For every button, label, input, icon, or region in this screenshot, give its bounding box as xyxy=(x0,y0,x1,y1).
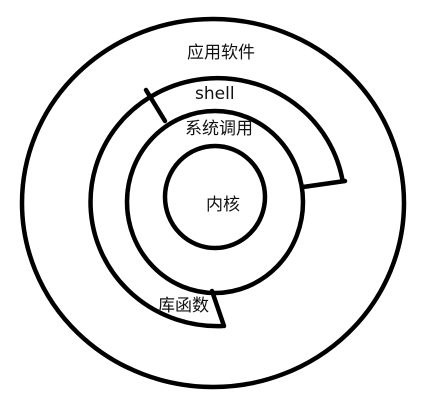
label-system-call: 系统调用 xyxy=(185,119,253,139)
label-shell: shell xyxy=(195,84,235,104)
syscall-ring xyxy=(124,108,306,296)
label-library-functions: 库函数 xyxy=(158,296,209,316)
library-divider-bottom xyxy=(209,288,227,329)
kernel-circle xyxy=(162,143,268,251)
label-kernel: 内核 xyxy=(206,195,240,215)
label-application-software: 应用软件 xyxy=(187,43,255,63)
shell-divider-right xyxy=(300,178,348,190)
outer-ring xyxy=(19,16,407,390)
shell-divider-top xyxy=(143,87,168,124)
shell-ring-arc xyxy=(88,75,346,329)
